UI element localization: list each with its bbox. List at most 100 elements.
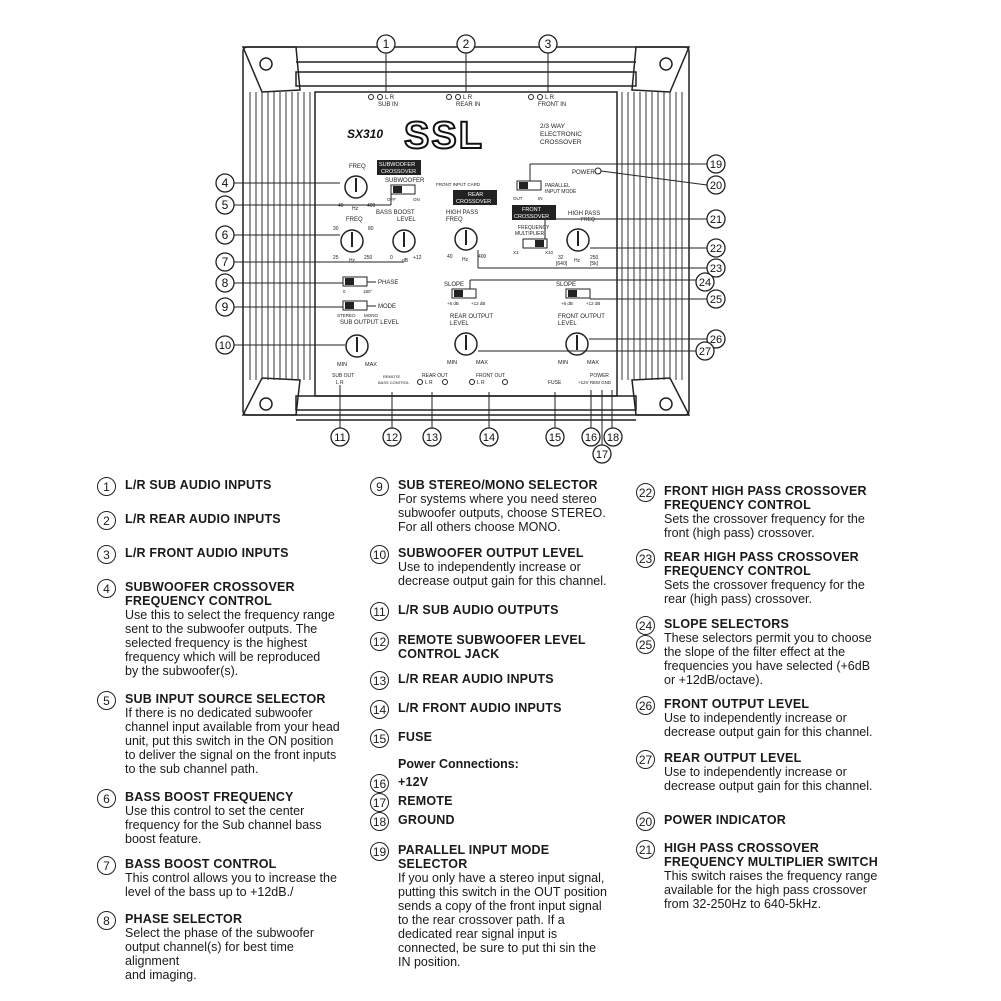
legend-desc: Use to independently increase or xyxy=(664,765,847,779)
model-name: SX310 xyxy=(347,127,383,141)
svg-text:30: 30 xyxy=(333,226,339,232)
parallel-switch[interactable] xyxy=(516,180,542,191)
legend-num: 4 xyxy=(97,579,116,598)
legend-num: 22 xyxy=(636,483,655,502)
svg-text:LEVEL: LEVEL xyxy=(450,321,469,327)
svg-text:40: 40 xyxy=(447,254,453,260)
bottom-connectors: SUB OUT L R REMOTE BASS CONTROL REAR OUT… xyxy=(332,373,612,386)
legend-desc: to the sub channel path. xyxy=(125,762,259,776)
legend-title: SUBWOOFER OUTPUT LEVEL xyxy=(398,546,584,560)
legend-item-3: 3 L/R FRONT AUDIO INPUTS xyxy=(97,545,347,564)
legend-num: 6 xyxy=(97,789,116,808)
subwoofer-switch[interactable] xyxy=(390,184,416,195)
legend-title: PARALLEL INPUT MODE xyxy=(398,843,550,857)
callout-22: 22 xyxy=(710,243,722,255)
callout-24: 24 xyxy=(699,277,711,289)
legend-desc: IN position. xyxy=(398,955,461,969)
legend-title: L/R REAR AUDIO INPUTS xyxy=(125,512,281,526)
legend-desc: the slope of the filter effect at the xyxy=(664,645,846,659)
legend-desc: rear (high pass) crossover. xyxy=(664,592,812,606)
legend-num: 8 xyxy=(97,911,116,930)
legend-num: 1 xyxy=(97,477,116,496)
legend-title: FUSE xyxy=(398,730,433,744)
legend-num: 23 xyxy=(636,549,655,568)
svg-text:FRONT: FRONT xyxy=(522,207,542,213)
callout-21: 21 xyxy=(710,214,722,226)
svg-text:SLOPE: SLOPE xyxy=(444,282,464,288)
legend-num: 13 xyxy=(370,671,389,690)
legend-num: 2 xyxy=(97,511,116,530)
legend-item-22: 22 FRONT HIGH PASS CROSSOVER FREQUENCY C… xyxy=(636,483,896,540)
legend-item-4: 4 SUBWOOFER CROSSOVER FREQUENCY CONTROL … xyxy=(97,579,347,678)
legend-desc: decrease output gain for this channel. xyxy=(664,725,873,739)
svg-text:180°: 180° xyxy=(363,289,373,294)
legend-item-20: 20 POWER INDICATOR xyxy=(636,812,896,831)
legend-desc: unit, put this switch in the ON position xyxy=(125,734,334,748)
legend-desc: dedicated rear signal input is xyxy=(398,927,558,941)
svg-text:80: 80 xyxy=(368,226,374,232)
legend-item-1: 1 L/R SUB AUDIO INPUTS xyxy=(97,477,347,496)
legend-item-5: 5 SUB INPUT SOURCE SELECTOR If there is … xyxy=(97,691,347,776)
rear-in-channels: L R xyxy=(463,95,473,101)
legend-desc: available for the high pass crossover xyxy=(664,883,867,897)
legend-desc: output channel(s) for best time alignmen… xyxy=(125,940,294,968)
legend-item-12: 12 REMOTE SUBWOOFER LEVEL CONTROL JACK xyxy=(370,632,630,661)
legend-title: BASS BOOST CONTROL xyxy=(125,857,277,871)
legend-desc: Sets the crossover frequency for the xyxy=(664,578,865,592)
callout-6: 6 xyxy=(222,228,229,242)
legend-title: +12V xyxy=(398,775,429,789)
legend-title: POWER INDICATOR xyxy=(664,813,786,827)
legend-title: SELECTOR xyxy=(398,857,468,871)
legend-title: L/R REAR AUDIO INPUTS xyxy=(398,672,554,686)
sub-box-title-1: SUBWOOFER xyxy=(379,162,415,168)
legend-item-23: 23 REAR HIGH PASS CROSSOVER FREQUENCY CO… xyxy=(636,549,896,606)
svg-text:HIGH PASS: HIGH PASS xyxy=(446,210,478,216)
callout-12: 12 xyxy=(386,432,398,444)
legend-desc: decrease output gain for this channel. xyxy=(398,574,607,588)
callout-17: 17 xyxy=(596,449,608,461)
legend-num: 11 xyxy=(370,602,389,621)
svg-text:Hz: Hz xyxy=(352,206,359,212)
legend-desc: Use to independently increase or xyxy=(664,711,847,725)
svg-text:PARALLEL: PARALLEL xyxy=(545,183,570,189)
front-slope-switch[interactable] xyxy=(565,288,591,299)
sub-freq-label: FREQ xyxy=(349,164,366,170)
svg-text:[5k]: [5k] xyxy=(590,261,599,267)
callout-20: 20 xyxy=(710,180,722,192)
svg-text:BASS CONTROL: BASS CONTROL xyxy=(378,380,410,385)
svg-text:CROSSOVER: CROSSOVER xyxy=(514,214,549,220)
svg-text:250: 250 xyxy=(590,255,599,261)
legend-title: SUB INPUT SOURCE SELECTOR xyxy=(125,692,326,706)
callouts: 1 2 3 4 5 6 7 8 9 10 11 12 13 14 15 16 1… xyxy=(215,34,726,464)
svg-text:REAR: REAR xyxy=(468,192,483,198)
callout-11: 11 xyxy=(334,432,345,444)
legend-title: REAR HIGH PASS CROSSOVER xyxy=(664,550,859,564)
legend-desc: level of the bass up to +12dB./ xyxy=(125,885,294,899)
svg-text:25: 25 xyxy=(333,255,339,261)
legend-num: 25 xyxy=(636,635,655,654)
svg-text:FREQUENCY: FREQUENCY xyxy=(518,225,550,231)
callout-27: 27 xyxy=(699,346,711,358)
front-in-channels: L R xyxy=(545,95,555,101)
svg-text:OFF: OFF xyxy=(387,197,396,202)
svg-text:+12: +12 xyxy=(413,255,422,261)
ssl-logo: SSL xyxy=(404,115,484,157)
legend-desc: If there is no dedicated subwoofer xyxy=(125,706,313,720)
legend-num: 5 xyxy=(97,691,116,710)
callout-19: 19 xyxy=(710,159,722,171)
legend-power-connections: Power Connections: xyxy=(370,757,630,771)
legend-desc: Use this to select the frequency range xyxy=(125,608,335,622)
legend-desc: For all others choose MONO. xyxy=(398,520,561,534)
svg-text:+6 dB: +6 dB xyxy=(447,301,459,306)
bass-boost-label: BASS BOOST xyxy=(376,210,415,216)
legend-item-7: 7 BASS BOOST CONTROL This control allows… xyxy=(97,856,347,899)
legend-desc: sends a copy of the front input signal xyxy=(398,899,602,913)
mode-label: MODE xyxy=(378,304,396,310)
legend-title: L/R FRONT AUDIO INPUTS xyxy=(125,546,289,560)
legend-desc: frequencies you have selected (+6dB xyxy=(664,659,871,673)
svg-text:+12 dB: +12 dB xyxy=(586,301,600,306)
legend-title: FRONT HIGH PASS CROSSOVER xyxy=(664,484,867,498)
svg-text:[640]: [640] xyxy=(556,261,568,267)
svg-text:dB: dB xyxy=(402,258,409,264)
rear-slope-switch[interactable] xyxy=(451,288,477,299)
